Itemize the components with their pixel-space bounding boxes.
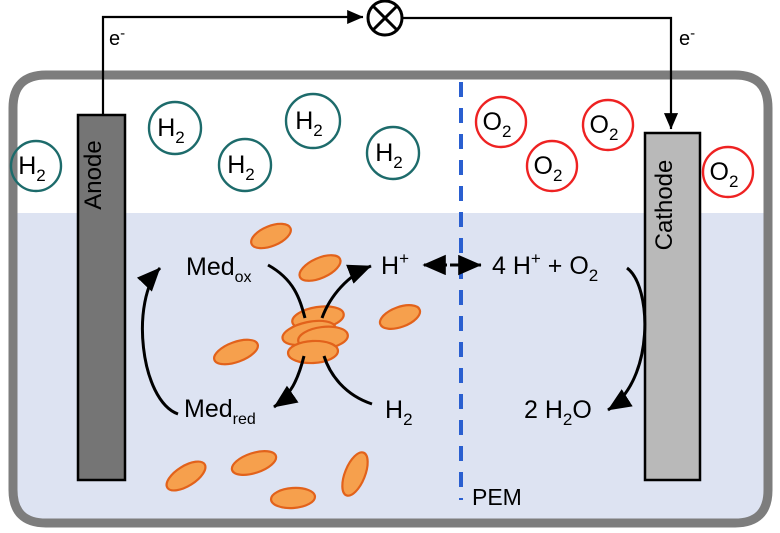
anode-body[interactable] — [76, 113, 127, 482]
oxygen-bubble: O2 — [581, 98, 635, 152]
med-ox-label: Medox — [186, 253, 252, 286]
anode-label: Anode — [80, 140, 107, 209]
microbe-cell — [341, 451, 369, 497]
cathode-product-label: 2 H2O — [524, 396, 592, 429]
oxygen-bubble-label: O2 — [483, 108, 512, 141]
o2-to-water-arrow — [607, 266, 647, 412]
hydrogen-bubble-ring — [284, 92, 342, 150]
hydrogen-bubble: H2 — [217, 137, 273, 193]
oxygen-bubble-label: O2 — [590, 111, 619, 144]
hydrogen-bubble: H2 — [9, 139, 63, 193]
oxygen-bubble-ring — [701, 145, 755, 199]
hydrogen-bubble-ring — [365, 125, 421, 181]
anode-electron-label: e- — [109, 25, 125, 50]
hydrogen-bubble-label: H2 — [375, 139, 403, 172]
hydrogen-bubble-ring — [147, 100, 203, 156]
oxygen-bubble: O2 — [474, 95, 528, 149]
oxygen-bubble-label: O2 — [710, 158, 739, 191]
cathode-label: Cathode — [651, 160, 678, 251]
headspace-region — [13, 75, 768, 215]
cells-to-proton-arrow — [320, 264, 372, 319]
hydrogen-bubble: H2 — [284, 92, 342, 150]
load-symbol — [366, 0, 404, 37]
cathode-electrode[interactable]: Cathode — [643, 131, 702, 482]
hydrogen-bubble: H2 — [365, 125, 421, 181]
hydrogen-bubble-label: H2 — [18, 152, 46, 185]
electrolyte-liquid — [13, 213, 768, 523]
microbe-cell — [269, 486, 317, 510]
mediator-cycle-arrows — [136, 263, 373, 416]
cathode-cycle-arrows — [607, 266, 647, 412]
med-red-label: Medred — [184, 395, 256, 428]
oxygen-bubble-ring — [525, 139, 579, 193]
proton-label: H+ — [381, 249, 409, 280]
medox-to-cells-arrow — [267, 263, 307, 319]
anode-electrode[interactable]: Anode — [76, 113, 127, 482]
microbe-cell — [250, 222, 292, 250]
vessel-wall — [8, 70, 773, 528]
reactor-vessel — [8, 70, 773, 528]
pem-label: PEM — [472, 484, 522, 510]
cathode-electron-label: e- — [679, 25, 695, 50]
anode-wire — [101, 9, 364, 115]
microbe-cell — [378, 304, 422, 330]
microbe-cell — [165, 460, 207, 492]
microbe-cell — [213, 338, 259, 366]
microbe-cell-group — [165, 222, 422, 510]
load-cross-icon-2 — [371, 4, 399, 32]
hydrogen-bubble-label: H2 — [157, 114, 185, 147]
cathode-reactants-label: 4 H+ + O2 — [492, 249, 598, 285]
hydrogen-feed-label: H2 — [385, 396, 413, 429]
microbe-cell — [230, 450, 278, 476]
hydrogen-bubble-ring — [217, 137, 273, 193]
h2-to-cells-arrow — [322, 355, 373, 406]
pem-membrane: PEM — [459, 82, 522, 510]
oxygen-bubble-label: O2 — [534, 152, 563, 185]
oxygen-bubble: O2 — [525, 139, 579, 193]
oxygen-bubble-ring — [474, 95, 528, 149]
hydrogen-bubble-ring — [9, 139, 63, 193]
mediator-loop-arrow — [136, 266, 179, 416]
cathode-wire — [402, 16, 679, 130]
external-circuit — [101, 0, 679, 130]
microbe-cell — [298, 254, 342, 282]
oxygen-bubble-ring — [581, 98, 635, 152]
hydrogen-bubble-label: H2 — [227, 151, 255, 184]
hydrogen-bubble: H2 — [147, 100, 203, 156]
cells-to-medred-arrow — [273, 355, 306, 409]
hydrogen-bubble-label: H2 — [295, 107, 323, 140]
oxygen-bubble: O2 — [701, 145, 755, 199]
